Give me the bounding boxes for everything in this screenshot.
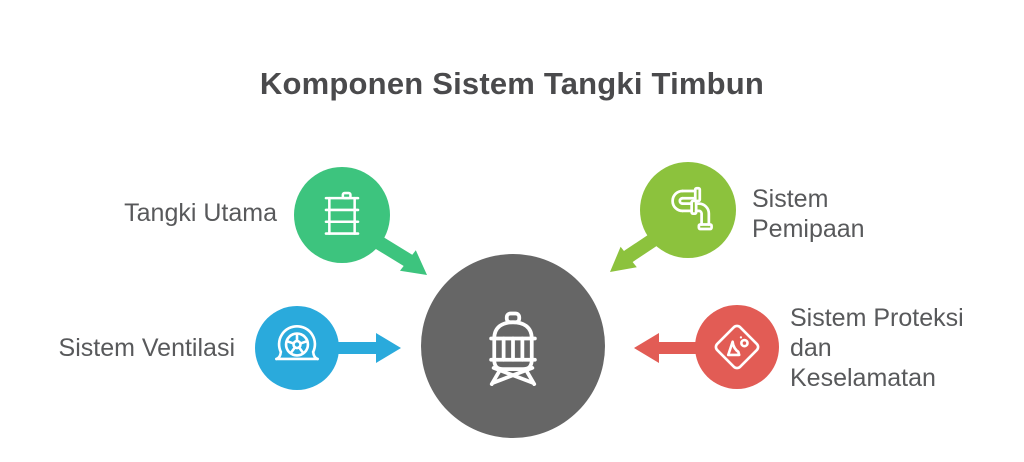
arrow-head: [376, 333, 401, 363]
hazard-warning-sign-icon: [714, 324, 760, 370]
water-tower-tank-icon: [489, 311, 537, 386]
node-sistem-pemipaan: [640, 162, 736, 258]
label-sistem-ventilasi: Sistem Ventilasi: [58, 334, 235, 362]
arrow-shaft: [654, 342, 706, 354]
pipe-elbows-icon: [671, 186, 713, 231]
arrow-head: [610, 246, 637, 272]
arrow-sistem-proteksi: [634, 333, 706, 363]
arrow-head: [400, 250, 427, 275]
arrow-sistem-ventilasi: [328, 333, 401, 363]
node-tangki-utama: [294, 167, 390, 263]
label-tangki-utama: Tangki Utama: [124, 199, 277, 227]
arrow-shaft: [328, 342, 378, 354]
node-center-tangki-timbun: [421, 254, 605, 438]
page-title: Komponen Sistem Tangki Timbun: [259, 66, 765, 101]
node-sistem-proteksi: [695, 305, 779, 389]
ventilation-blower-icon: [275, 325, 319, 361]
storage-drum-icon: [324, 191, 360, 235]
node-sistem-ventilasi: [255, 306, 339, 390]
arrow-head: [634, 333, 659, 363]
